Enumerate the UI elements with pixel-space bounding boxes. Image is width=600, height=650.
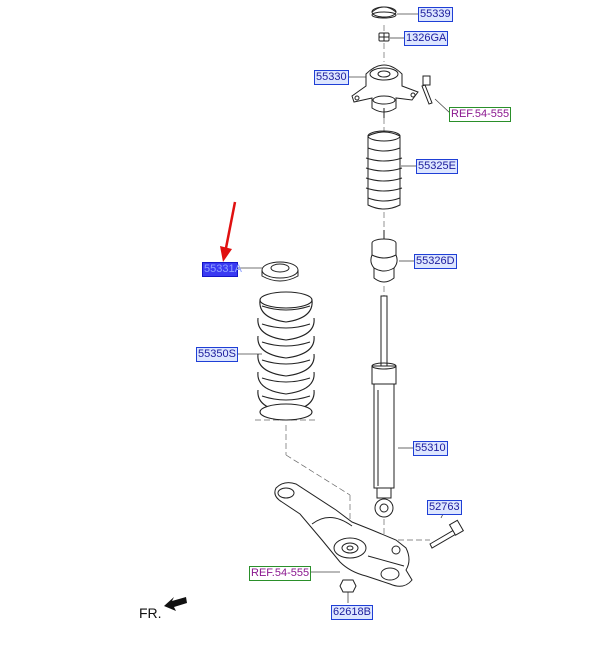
part-label-55325E[interactable]: 55325E (416, 159, 458, 174)
part-label-1326GA[interactable]: 1326GA (404, 31, 449, 46)
part-label-55339[interactable]: 55339 (418, 7, 453, 22)
part-55339-cap (371, 6, 397, 19)
assembly-centerlines (255, 25, 430, 541)
lower-control-arm (274, 482, 413, 587)
red-arrow-icon (220, 201, 237, 262)
part-label-52763[interactable]: 52763 (427, 500, 462, 515)
part-1326GA-nut (378, 32, 390, 42)
ref-label-bottom[interactable]: REF.54-555 (249, 566, 312, 581)
mount-bolt (421, 75, 433, 105)
part-label-55330[interactable]: 55330 (314, 70, 349, 85)
part-62618B-nut (339, 579, 357, 593)
part-label-55310[interactable]: 55310 (413, 441, 448, 456)
part-55350S-coil-spring (257, 291, 315, 421)
part-55326D-bump-stop (370, 230, 398, 283)
part-52763-bolt (429, 519, 465, 549)
front-direction-label: FR. (139, 605, 162, 621)
front-direction-arrow-icon (164, 597, 187, 611)
part-label-62618B[interactable]: 62618B (331, 605, 373, 620)
part-label-55331-selected[interactable]: 55331A (202, 262, 242, 277)
part-55325E-dust-boot (365, 130, 403, 210)
ref-label-top[interactable]: REF.54-555 (449, 107, 512, 122)
part-label-55350S[interactable]: 55350S (196, 347, 238, 362)
part-55331-spring-seat (261, 261, 299, 282)
part-55310-shock-absorber (371, 295, 397, 518)
part-label-55326D[interactable]: 55326D (414, 254, 457, 269)
part-55330-mount (351, 64, 419, 118)
